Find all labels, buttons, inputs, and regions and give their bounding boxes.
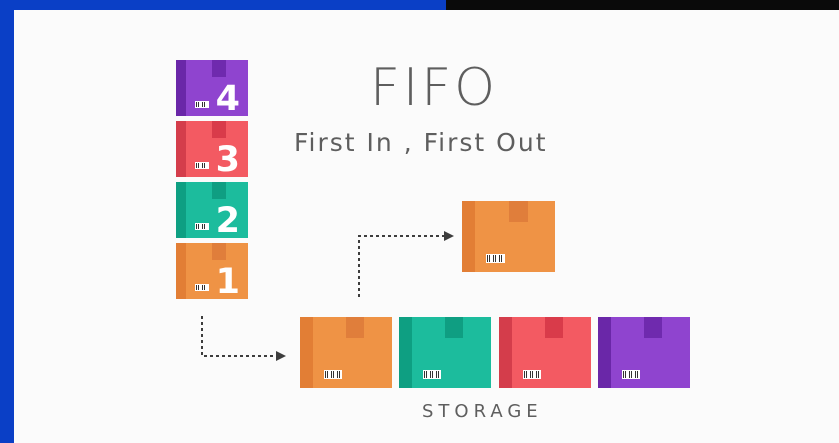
fifo-diagram: FIFO First In , First Out STORAGE 4 3 2 … <box>14 10 839 443</box>
stack-box-2: 2 <box>176 182 248 241</box>
storage-box-teal <box>399 317 491 388</box>
box-side <box>499 317 512 388</box>
frame-blue-top <box>0 0 446 10</box>
arrow-into-storage <box>201 316 286 361</box>
box-number: 1 <box>216 262 240 302</box>
frame-blue-left <box>0 0 14 443</box>
storage-box-orange <box>300 317 392 388</box>
arrow-out-of-storage <box>358 231 454 297</box>
diagram-svg: 4 3 2 1 <box>176 60 690 388</box>
box-number: 2 <box>216 201 240 241</box>
barcode-icon <box>622 370 640 379</box>
box-side <box>176 243 186 299</box>
barcode-icon <box>486 254 505 263</box>
barcode-icon <box>195 101 209 108</box>
box-tape <box>212 60 226 77</box>
output-box <box>462 201 555 272</box>
storage-label: STORAGE <box>422 401 543 422</box>
storage-box-purple <box>598 317 690 388</box>
storage-box-red <box>499 317 591 388</box>
stack-box-4: 4 <box>176 60 248 119</box>
box-side <box>598 317 611 388</box>
barcode-icon <box>324 370 342 379</box>
box-tape <box>212 121 226 138</box>
diagram-subtitle: First In , First Out <box>294 128 548 157</box>
box-side <box>176 121 186 177</box>
box-tape <box>212 243 226 260</box>
box-side <box>176 60 186 116</box>
stack-box-3: 3 <box>176 121 248 180</box>
box-side <box>462 201 475 272</box>
stack-box-1: 1 <box>176 243 248 302</box>
box-tape <box>445 317 463 338</box>
box-tape <box>509 201 528 222</box>
barcode-icon <box>195 223 209 230</box>
box-body <box>462 201 555 272</box>
barcode-icon <box>195 284 209 291</box>
box-tape <box>346 317 364 338</box>
barcode-icon <box>523 370 541 379</box>
box-tape <box>644 317 662 338</box>
box-tape <box>545 317 563 338</box>
barcode-icon <box>195 162 209 169</box>
box-side <box>399 317 412 388</box>
box-side <box>176 182 186 238</box>
diagram-title: FIFO <box>370 58 499 118</box>
box-number: 3 <box>216 140 240 180</box>
barcode-icon <box>423 370 441 379</box>
box-tape <box>212 182 226 199</box>
box-number: 4 <box>216 79 240 119</box>
box-side <box>300 317 313 388</box>
